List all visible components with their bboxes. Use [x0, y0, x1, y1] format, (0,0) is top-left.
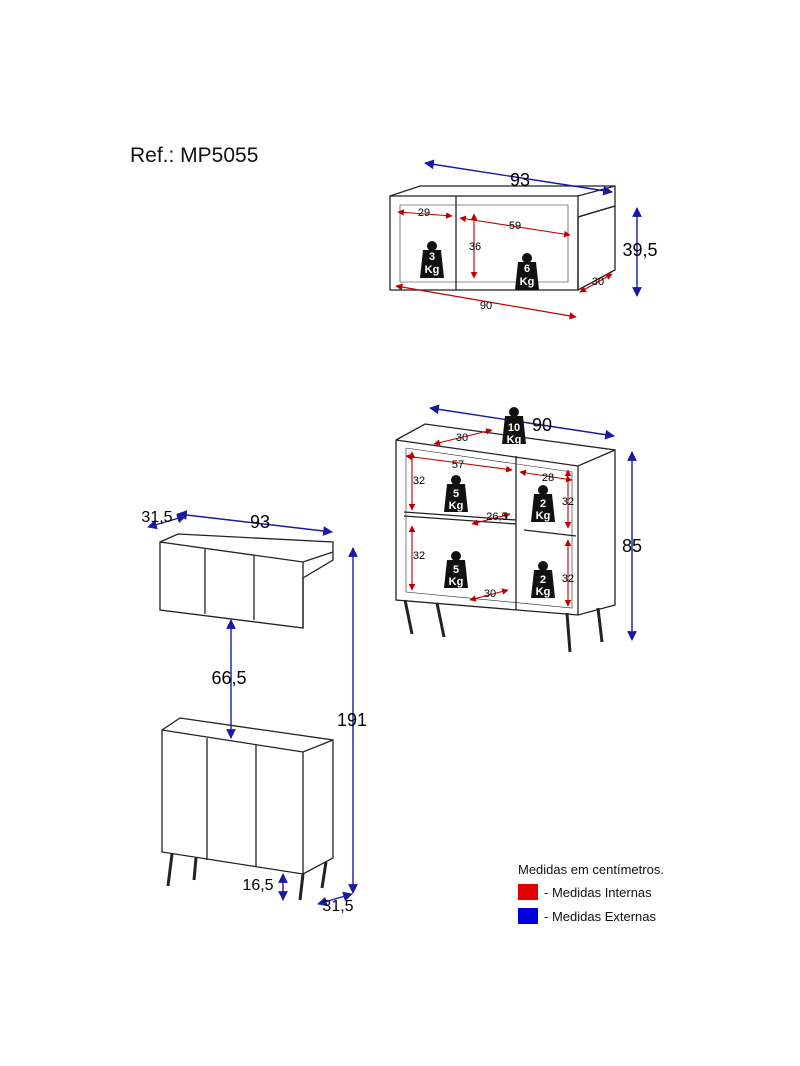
- wall-width-label: 93: [510, 170, 530, 190]
- sideboard-height-c1: 32: [413, 475, 425, 487]
- assembly-dimensions: 93 31,5 66,5 191 16,5 31,5: [141, 509, 367, 915]
- sideboard-load-lu-value: 5: [453, 488, 459, 500]
- sideboard-width-label: 90: [532, 415, 552, 435]
- sideboard-load-left-upper-icon: 5 Kg: [444, 475, 468, 512]
- legend-title: Medidas em centímetros.: [518, 862, 664, 877]
- wall-load-left-icon: 3 Kg: [420, 241, 444, 278]
- wall-height-label: 39,5: [622, 240, 657, 260]
- sideboard-load-ll-unit: Kg: [449, 576, 464, 588]
- sideboard-load-ll-value: 5: [453, 564, 459, 576]
- wall-load-left-value: 3: [429, 251, 435, 263]
- sideboard-height-label: 85: [622, 536, 642, 556]
- sideboard-load-right-lower-icon: 2 Kg: [531, 561, 555, 598]
- assembly-base-depth: 31,5: [322, 898, 353, 915]
- legend-external: - Medidas Externas: [518, 907, 664, 925]
- sideboard-bottom-depth-label: 30: [484, 588, 496, 600]
- sideboard-inner-right-label: 28: [542, 472, 554, 484]
- legend-internal-swatch: [518, 884, 538, 900]
- sideboard-load-rl-unit: Kg: [536, 586, 551, 598]
- reference-code: Ref.: MP5055: [130, 144, 259, 167]
- legend-external-label: - Medidas Externas: [544, 908, 656, 924]
- sideboard-depth-label: 30: [456, 432, 468, 444]
- sideboard-inner-left-label: 57: [452, 459, 464, 471]
- wall-depth-label: 30: [592, 276, 604, 288]
- assembly-wall-depth: 31,5: [141, 509, 172, 526]
- assembly-gap: 66,5: [211, 668, 246, 688]
- sideboard-height-c3: 32: [562, 496, 574, 508]
- wall-load-right-value: 6: [524, 263, 530, 275]
- wall-cabinet-dimensions: 93 39,5 90 29 59 36 30: [395, 159, 658, 320]
- sideboard-height-c4: 32: [562, 573, 574, 585]
- legend: Medidas em centímetros. - Medidas Intern…: [518, 862, 664, 931]
- legend-external-swatch: [518, 908, 538, 924]
- wall-load-left-unit: Kg: [425, 264, 440, 276]
- wall-inner-bottom-label: 90: [480, 300, 492, 312]
- assembly-wall-width: 93: [250, 512, 270, 532]
- wall-load-right-unit: Kg: [520, 276, 535, 288]
- sideboard-height-c2: 32: [413, 550, 425, 562]
- sideboard-drawing: [395, 423, 616, 653]
- legend-internal-label: - Medidas Internas: [544, 884, 652, 900]
- sideboard-load-top-icon: 10 Kg: [502, 407, 526, 446]
- sideboard-load-ru-unit: Kg: [536, 510, 551, 522]
- sideboard-load-top-value: 10: [508, 422, 520, 434]
- sideboard-load-top-unit: Kg: [507, 434, 522, 446]
- wall-load-right-icon: 6 Kg: [515, 253, 539, 290]
- wall-inner-left-label: 29: [418, 207, 430, 219]
- sideboard-load-rl-value: 2: [540, 574, 546, 586]
- sideboard-load-ru-value: 2: [540, 498, 546, 510]
- assembly-total-height: 191: [337, 710, 367, 730]
- sideboard-shelf-depth-label: 26,5: [486, 511, 507, 523]
- sideboard-load-right-upper-icon: 2 Kg: [531, 485, 555, 522]
- wall-inner-height-label: 36: [469, 241, 481, 253]
- assembly-drawing: [159, 533, 334, 901]
- wall-inner-right-label: 59: [509, 220, 521, 232]
- sideboard-load-lu-unit: Kg: [449, 500, 464, 512]
- sideboard-load-left-lower-icon: 5 Kg: [444, 551, 468, 588]
- legend-internal: - Medidas Internas: [518, 883, 664, 901]
- assembly-leg-height: 16,5: [242, 877, 273, 894]
